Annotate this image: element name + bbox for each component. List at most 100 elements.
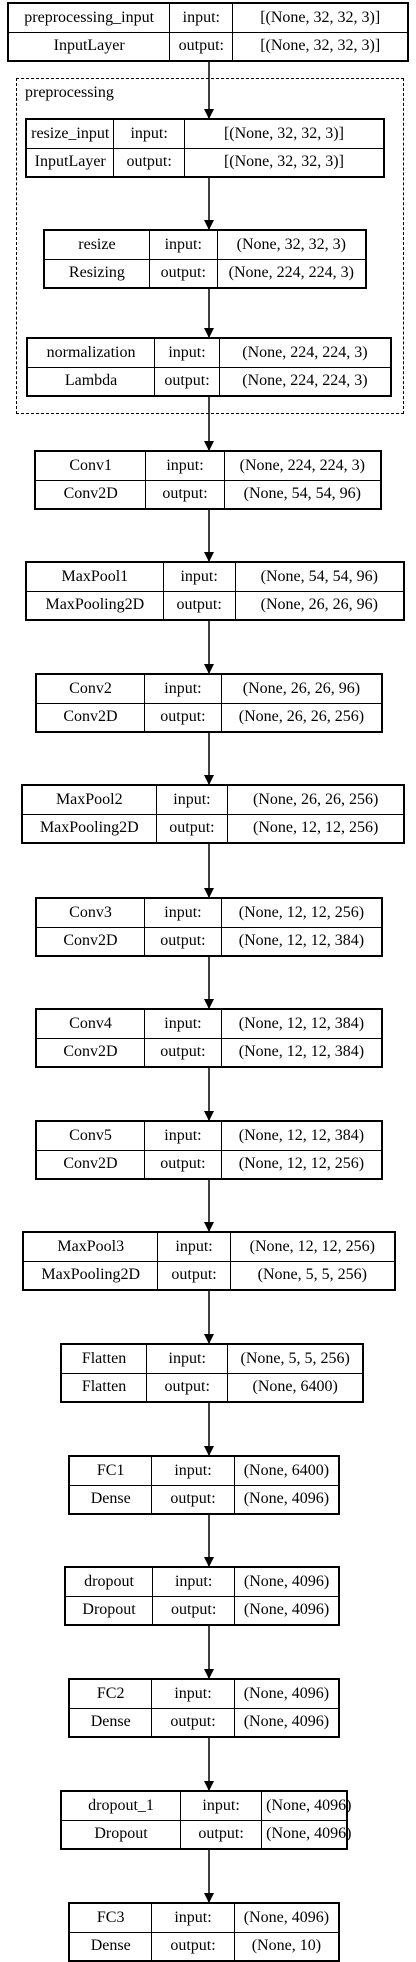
output-shape: (None, 54, 54, 96) — [223, 479, 382, 509]
input-shape: (None, 224, 224, 3) — [218, 338, 392, 368]
output-shape: (None, 4096) — [233, 1707, 340, 1737]
output-label: output: — [146, 1372, 229, 1402]
output-label: output: — [151, 1707, 235, 1737]
output-shape: (None, 224, 224, 3) — [218, 366, 392, 396]
output-label: output: — [162, 590, 236, 620]
input-shape: (None, 224, 224, 3) — [223, 451, 382, 481]
input-shape: (None, 12, 12, 384) — [220, 1121, 383, 1151]
layer-type: Flatten — [60, 1372, 148, 1402]
input-shape: (None, 4096) — [233, 1679, 340, 1709]
input-label: input: — [143, 898, 222, 928]
layer-type: Conv2D — [36, 1037, 145, 1067]
layer-name: FC2 — [68, 1679, 153, 1709]
layer-type: MaxPooling2D — [22, 813, 157, 843]
output-label: output: — [143, 1037, 222, 1067]
output-label: output: — [148, 258, 218, 288]
input-label: input: — [148, 230, 218, 260]
input-label: input: — [143, 1009, 222, 1039]
output-shape: [(None, 32, 32, 3)] — [232, 31, 408, 61]
layer-name: FC1 — [68, 1456, 153, 1486]
layer-name: normalization — [26, 338, 156, 368]
input-label: input: — [151, 1679, 235, 1709]
input-label: input: — [155, 785, 229, 815]
layer-type: Dropout — [64, 1595, 154, 1625]
output-label: output: — [169, 31, 234, 61]
cluster-label: preprocessing — [25, 84, 114, 101]
layer-name: Flatten — [60, 1344, 148, 1374]
input-label: input: — [143, 674, 222, 704]
output-label: output: — [151, 1931, 235, 1961]
input-label: input: — [145, 451, 225, 481]
output-label: output: — [152, 1595, 236, 1625]
layer-type: Conv2D — [36, 702, 145, 732]
input-shape: [(None, 32, 32, 3)] — [183, 119, 385, 149]
layer-type: MaxPooling2D — [22, 1260, 159, 1290]
output-shape: (None, 10) — [233, 1931, 340, 1961]
input-shape: (None, 12, 12, 256) — [229, 1232, 396, 1262]
layer-name: Conv4 — [36, 1009, 145, 1039]
input-label: input: — [154, 338, 220, 368]
layer-type: InputLayer — [7, 31, 171, 61]
layer-type: MaxPooling2D — [26, 590, 164, 620]
layer-name: Conv3 — [36, 898, 145, 928]
output-shape: (None, 26, 26, 96) — [234, 590, 405, 620]
output-label: output: — [154, 366, 220, 396]
layer-type: Conv2D — [34, 479, 147, 509]
input-shape: (None, 54, 54, 96) — [234, 562, 405, 592]
layer-name: preprocessing_input — [7, 3, 171, 33]
output-label: output: — [143, 926, 222, 956]
output-label: output: — [157, 1260, 231, 1290]
layer-name: dropout_1 — [60, 1791, 182, 1821]
layer-name: Conv2 — [36, 674, 145, 704]
input-label: input: — [146, 1344, 229, 1374]
layer-name: MaxPool2 — [22, 785, 157, 815]
input-shape: (None, 4096) — [261, 1791, 351, 1821]
output-label: output: — [155, 813, 229, 843]
layer-name: dropout — [64, 1567, 154, 1597]
input-shape: (None, 12, 12, 384) — [220, 1009, 383, 1039]
output-shape: (None, 4096) — [261, 1819, 351, 1849]
input-label: input: — [113, 119, 185, 149]
preprocessing-cluster: preprocessing — [16, 78, 404, 414]
input-shape: (None, 32, 32, 3) — [216, 230, 367, 260]
layer-name: MaxPool1 — [26, 562, 164, 592]
input-shape: (None, 4096) — [233, 1903, 340, 1933]
input-label: input: — [151, 1456, 235, 1486]
output-shape: (None, 4096) — [233, 1484, 340, 1514]
layer-type: Conv2D — [36, 1149, 145, 1179]
output-shape: (None, 224, 224, 3) — [216, 258, 367, 288]
output-shape: [(None, 32, 32, 3)] — [183, 147, 385, 177]
input-label: input: — [152, 1567, 236, 1597]
layer-type: Dense — [68, 1931, 153, 1961]
output-shape: (None, 5, 5, 256) — [229, 1260, 396, 1290]
layer-type: Lambda — [26, 366, 156, 396]
layer-type: Resizing — [44, 258, 150, 288]
output-label: output: — [180, 1819, 263, 1849]
layer-type: Dense — [68, 1484, 153, 1514]
output-shape: (None, 12, 12, 256) — [227, 813, 404, 843]
output-shape: (None, 26, 26, 256) — [220, 702, 383, 732]
layer-name: MaxPool3 — [22, 1232, 159, 1262]
input-label: input: — [151, 1903, 235, 1933]
input-shape: (None, 6400) — [233, 1456, 340, 1486]
input-shape: (None, 5, 5, 256) — [227, 1344, 363, 1374]
layer-type: Dense — [68, 1707, 153, 1737]
output-label: output: — [113, 147, 185, 177]
input-shape: (None, 26, 26, 96) — [220, 674, 383, 704]
layer-type: InputLayer — [25, 147, 115, 177]
input-label: input: — [162, 562, 236, 592]
